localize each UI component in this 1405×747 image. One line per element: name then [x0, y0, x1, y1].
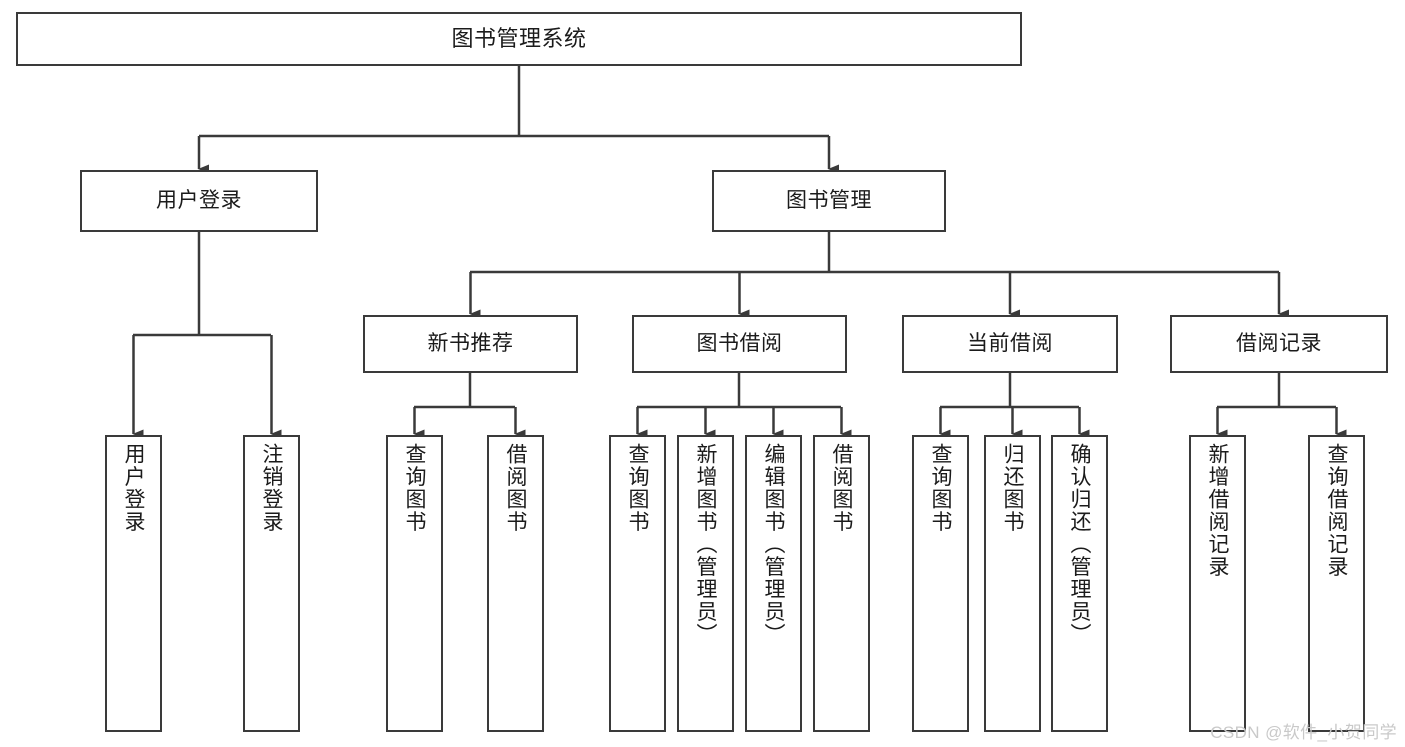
node-leaf-add-record[interactable]: 新增借阅记录: [1189, 435, 1246, 732]
node-leaf-logout-login[interactable]: 注销登录: [243, 435, 300, 732]
node-label-book-borrow: 图书借阅: [696, 331, 783, 355]
node-label-leaf-edit-book: 编辑图书（管理员）: [762, 443, 785, 646]
node-leaf-return-book[interactable]: 归还图书: [984, 435, 1041, 732]
node-label-leaf-query-book-2: 查询图书: [626, 443, 649, 533]
node-label-leaf-user-login: 用户登录: [122, 443, 145, 533]
node-leaf-query-book-1[interactable]: 查询图书: [386, 435, 443, 732]
node-borrow-record[interactable]: 借阅记录: [1170, 315, 1388, 373]
node-label-leaf-add-book: 新增图书（管理员）: [694, 443, 717, 646]
node-label-leaf-borrow-book-1: 借阅图书: [504, 443, 527, 533]
node-current-borrow[interactable]: 当前借阅: [902, 315, 1118, 373]
watermark-text: CSDN @软件_小贺同学: [1210, 723, 1397, 742]
node-label-leaf-return-book: 归还图书: [1001, 443, 1024, 533]
node-leaf-query-book-3[interactable]: 查询图书: [912, 435, 969, 732]
node-new-book-recommend[interactable]: 新书推荐: [363, 315, 578, 373]
node-leaf-query-book-2[interactable]: 查询图书: [609, 435, 666, 732]
node-label-borrow-record: 借阅记录: [1236, 331, 1322, 355]
node-root[interactable]: 图书管理系统: [16, 12, 1022, 66]
node-label-root: 图书管理系统: [451, 26, 587, 52]
node-label-leaf-confirm-return: 确认归还（管理员）: [1068, 443, 1091, 646]
node-label-current-borrow: 当前借阅: [967, 331, 1053, 355]
node-leaf-confirm-return[interactable]: 确认归还（管理员）: [1051, 435, 1108, 732]
node-leaf-query-record[interactable]: 查询借阅记录: [1308, 435, 1365, 732]
node-leaf-edit-book[interactable]: 编辑图书（管理员）: [745, 435, 802, 732]
node-user-login[interactable]: 用户登录: [80, 170, 318, 232]
node-label-leaf-query-record: 查询借阅记录: [1325, 443, 1348, 578]
node-label-book-manage: 图书管理: [786, 188, 872, 212]
node-label-new-book-recommend: 新书推荐: [427, 331, 514, 355]
node-book-manage[interactable]: 图书管理: [712, 170, 946, 232]
node-label-leaf-borrow-book-2: 借阅图书: [830, 443, 853, 533]
node-label-leaf-query-book-3: 查询图书: [929, 443, 952, 533]
node-label-leaf-query-book-1: 查询图书: [403, 443, 426, 533]
node-leaf-borrow-book-2[interactable]: 借阅图书: [813, 435, 870, 732]
node-label-user-login: 用户登录: [156, 188, 242, 212]
node-book-borrow[interactable]: 图书借阅: [632, 315, 847, 373]
node-leaf-user-login[interactable]: 用户登录: [105, 435, 162, 732]
node-leaf-borrow-book-1[interactable]: 借阅图书: [487, 435, 544, 732]
node-label-leaf-add-record: 新增借阅记录: [1206, 443, 1229, 578]
node-label-leaf-logout-login: 注销登录: [260, 443, 283, 533]
node-leaf-add-book[interactable]: 新增图书（管理员）: [677, 435, 734, 732]
